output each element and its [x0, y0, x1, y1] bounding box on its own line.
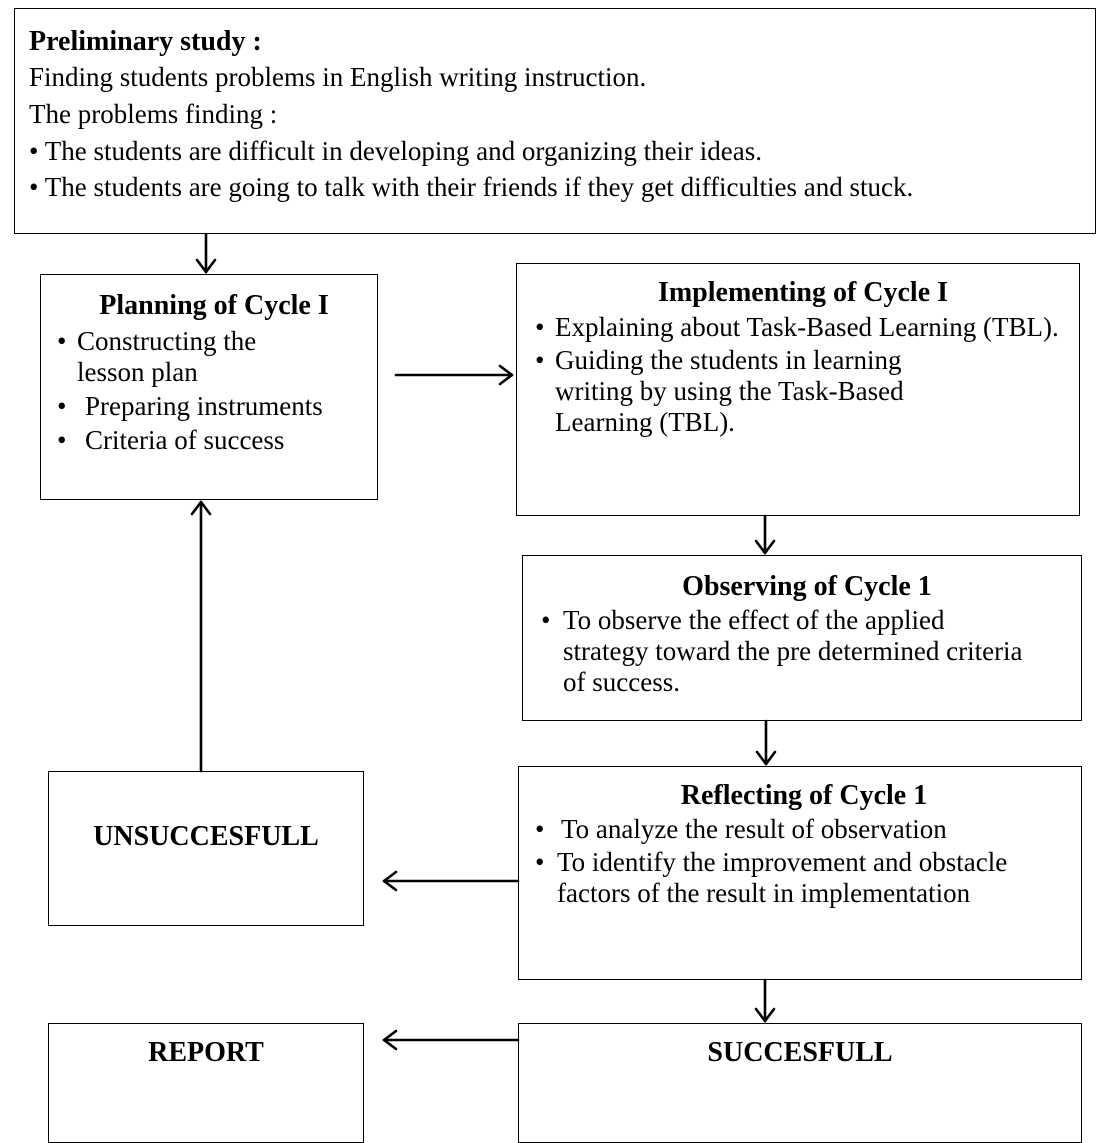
successful-label: SUCCESFULL [707, 1037, 893, 1068]
observing-box: Observing of Cycle 1 • To observe the ef… [522, 555, 1082, 721]
preliminary-bullet: • The students are going to talk with th… [29, 172, 914, 202]
bullet-icon: • [29, 172, 39, 202]
reflecting-bullet: • To identify the improvement and obstac… [535, 847, 1008, 908]
unsuccessful-box: UNSUCCESFULL [48, 771, 364, 926]
arrow-left-icon [382, 1029, 520, 1051]
planning-title: Planning of Cycle I [99, 290, 329, 321]
report-label: REPORT [148, 1037, 264, 1068]
planning-bullet: • Criteria of success [57, 425, 285, 455]
report-box: REPORT [48, 1023, 364, 1143]
preliminary-study-line: The problems finding : [29, 99, 278, 129]
arrow-down-icon [754, 514, 776, 555]
implementing-bullet: • Explaining about Task-Based Learning (… [535, 312, 1059, 342]
observing-bullet: • To observe the effect of the applied s… [541, 605, 1023, 697]
arrow-left-icon [382, 870, 520, 892]
bullet-icon: • [57, 425, 67, 455]
preliminary-bullet: • The students are difficult in developi… [29, 136, 763, 166]
successful-box: SUCCESFULL [518, 1023, 1082, 1143]
arrow-down-icon [755, 719, 777, 766]
planning-bullet: • Preparing instruments [57, 391, 323, 421]
bullet-icon: • [57, 391, 67, 421]
arrow-up-icon [190, 500, 212, 773]
preliminary-study-line: Finding students problems in English wri… [29, 62, 647, 92]
bullet-icon: • [57, 326, 67, 356]
preliminary-study-title: Preliminary study : [29, 26, 262, 57]
arrow-right-icon [394, 364, 514, 386]
bullet-icon: • [535, 345, 545, 375]
implementing-box: Implementing of Cycle I • Explaining abo… [516, 263, 1080, 516]
planning-bullet: • Constructing the lesson plan [57, 326, 257, 387]
observing-title: Observing of Cycle 1 [682, 571, 932, 602]
bullet-icon: • [29, 136, 39, 166]
preliminary-study-box: Preliminary study : Finding students pro… [14, 8, 1096, 234]
arrow-down-icon [195, 232, 217, 274]
reflecting-title: Reflecting of Cycle 1 [680, 780, 928, 811]
bullet-icon: • [535, 814, 545, 844]
reflecting-box: Reflecting of Cycle 1 • To analyze the r… [518, 766, 1082, 980]
bullet-icon: • [535, 847, 545, 877]
reflecting-bullet: • To analyze the result of observation [535, 814, 947, 844]
implementing-bullet: • Guiding the students in learning writi… [535, 345, 904, 437]
unsuccessful-label: UNSUCCESFULL [93, 820, 319, 852]
implementing-title: Implementing of Cycle I [657, 277, 949, 308]
planning-box: Planning of Cycle I • Constructing the l… [40, 274, 378, 500]
arrow-down-icon [754, 978, 776, 1023]
bullet-icon: • [535, 312, 545, 342]
bullet-icon: • [541, 605, 551, 635]
